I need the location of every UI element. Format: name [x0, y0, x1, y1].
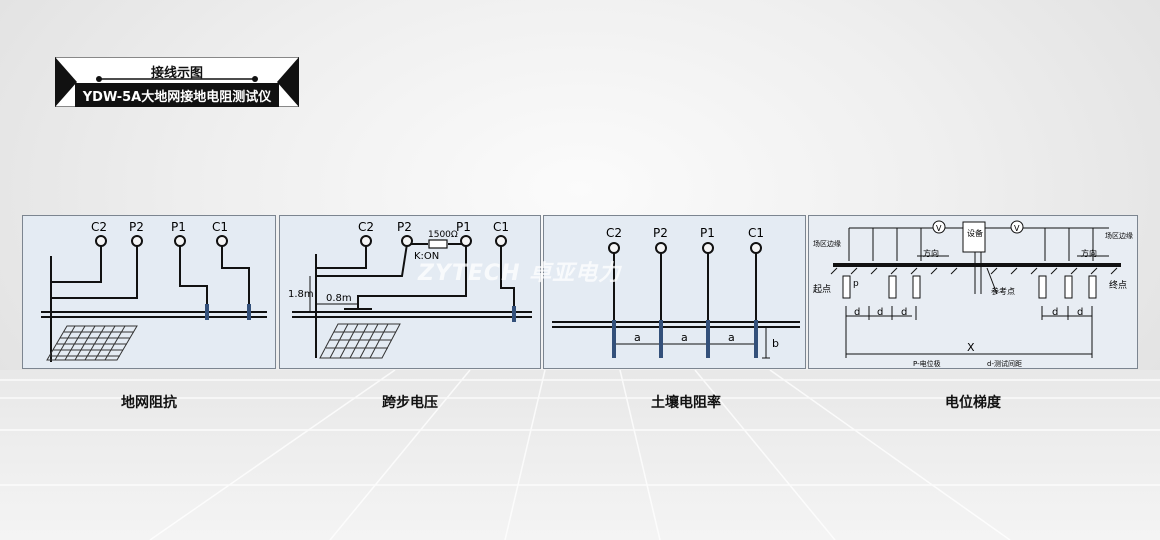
caption-soil-resistivity: 土壤电阻率	[651, 395, 721, 411]
d-label-4: d	[1052, 307, 1058, 318]
c2-label: C2	[358, 220, 374, 234]
panel-ground-impedance: C2 P2 P1 C1	[22, 215, 276, 369]
p1-label: P1	[171, 220, 186, 234]
header-badge: 接线示图 YDW-5A大地网接地电阻测试仪	[55, 57, 299, 107]
direction-label-right: 方向	[1081, 248, 1097, 258]
p1-label: P1	[456, 220, 471, 234]
p2-label: P2	[129, 220, 144, 234]
step-voltage-diagram: C2 P2 P1 C1 1500Ω K:ON 1.8m 0.8m	[288, 220, 532, 359]
switch-label: K:ON	[414, 251, 439, 262]
spacing-label-1: a	[634, 331, 641, 344]
distance-label: 0.8m	[326, 293, 352, 304]
p1-label: P1	[700, 226, 715, 240]
resistor-label: 1500Ω	[428, 230, 458, 240]
v-label-right: V	[1014, 224, 1020, 233]
d-label-3: d	[901, 307, 907, 318]
p-note-label: P-电位极	[913, 359, 941, 368]
c1-label: C1	[748, 226, 764, 240]
potential-gradient-diagram: V V 设备 场区边缘 场区边缘 方向 方向 起点 终点 参考点 p d d d…	[813, 220, 1133, 368]
caption-potential-gradient: 电位梯度	[945, 395, 1001, 411]
floor-background	[0, 370, 1160, 540]
ground-impedance-diagram: C2 P2 P1 C1	[41, 220, 267, 362]
p-label: p	[853, 279, 859, 289]
c1-label: C1	[212, 220, 228, 234]
site-edge-left-label: 场区边缘	[813, 239, 841, 248]
direction-label-left: 方向	[923, 248, 939, 258]
spacing-label-2: a	[681, 331, 688, 344]
height-label: 1.8m	[288, 289, 314, 300]
panel-soil-resistivity: C2 P2 P1 C1 a a a b	[543, 215, 806, 369]
end-label: 终点	[1109, 279, 1127, 291]
start-label: 起点	[813, 284, 831, 295]
p2-label: P2	[397, 220, 412, 234]
p2-label: P2	[653, 226, 668, 240]
instrument-model: YDW-5A大地网接地电阻测试仪	[82, 90, 272, 105]
d-note-label: d-测试间距	[987, 359, 1022, 368]
caption-step-voltage: 跨步电压	[382, 395, 438, 411]
d-label-1: d	[854, 307, 860, 318]
d-label-2: d	[877, 307, 883, 318]
panel-step-voltage: C2 P2 P1 C1 1500Ω K:ON 1.8m 0.8m	[279, 215, 541, 369]
soil-resistivity-diagram: C2 P2 P1 C1 a a a b	[552, 226, 800, 359]
c2-label: C2	[91, 220, 107, 234]
x-label: X	[967, 341, 975, 354]
c2-label: C2	[606, 226, 622, 240]
depth-label: b	[772, 337, 779, 350]
diagram-title: 接线示图	[150, 66, 203, 81]
v-label-left: V	[936, 224, 942, 233]
device-label: 设备	[967, 228, 983, 238]
d-label-5: d	[1077, 307, 1083, 318]
reference-label: 参考点	[991, 286, 1015, 296]
brand-watermark: ZYTECH 卓亚电力	[418, 261, 622, 286]
site-edge-right-label: 场区边缘	[1105, 231, 1133, 240]
caption-ground-impedance: 地网阻抗	[121, 395, 177, 411]
c1-label: C1	[493, 220, 509, 234]
spacing-label-3: a	[728, 331, 735, 344]
panel-potential-gradient: V V 设备 场区边缘 场区边缘 方向 方向 起点 终点 参考点 p d d d…	[808, 215, 1138, 369]
